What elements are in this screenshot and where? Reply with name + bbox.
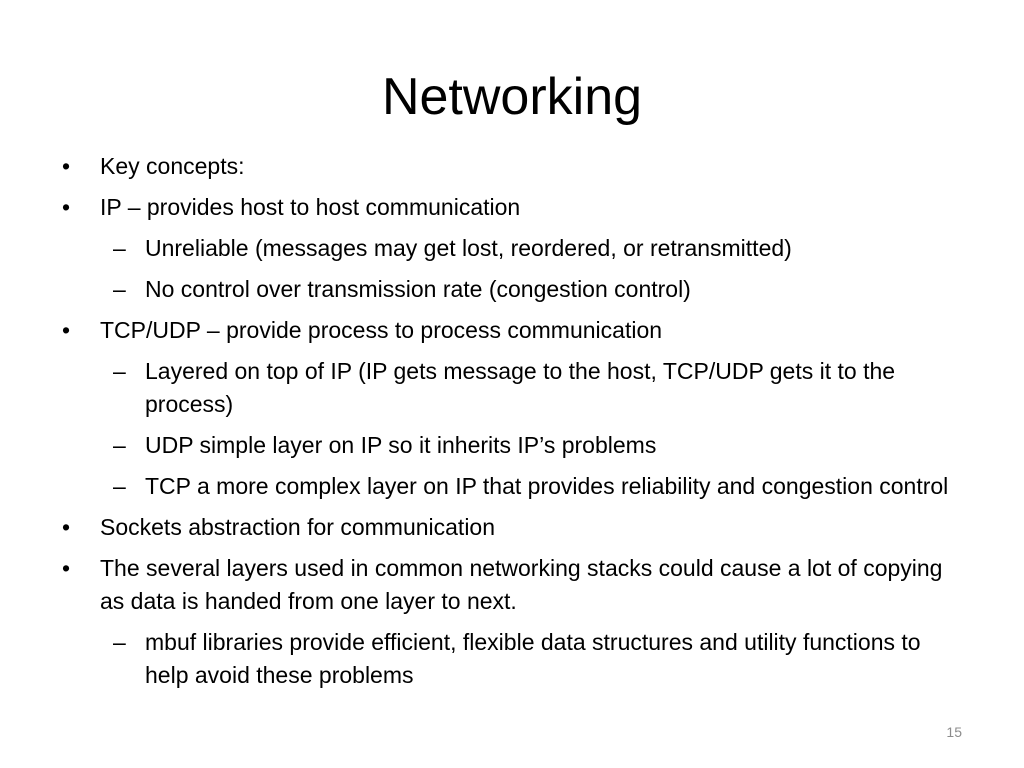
sub-bullet-item: – TCP a more complex layer on IP that pr…: [60, 470, 970, 503]
sub-bullet-text: Unreliable (messages may get lost, reord…: [145, 235, 792, 261]
bullet-item: • Sockets abstraction for communication: [60, 511, 970, 544]
bullet-item: • TCP/UDP – provide process to process c…: [60, 314, 970, 347]
sub-bullet-marker: –: [113, 358, 126, 384]
sub-bullet-marker: –: [113, 235, 126, 261]
bullet-text: The several layers used in common networ…: [100, 555, 943, 614]
bullet-text: TCP/UDP – provide process to process com…: [100, 317, 663, 343]
bullet-text: IP – provides host to host communication: [100, 194, 521, 220]
bullet-marker: •: [62, 194, 71, 220]
bullet-text: Sockets abstraction for communication: [100, 514, 496, 540]
slide-title: Networking: [381, 68, 643, 126]
sub-bullet-item: – Layered on top of IP (IP gets message …: [60, 355, 970, 421]
bullet-list: • Key concepts: • IP – provides host to …: [60, 150, 970, 692]
bullet-item: • The several layers used in common netw…: [60, 552, 970, 618]
sub-bullet-item: – No control over transmission rate (con…: [60, 273, 970, 306]
sub-bullet-marker: –: [113, 276, 126, 302]
sub-bullet-text: TCP a more complex layer on IP that prov…: [145, 473, 949, 499]
bullet-marker: •: [62, 514, 71, 540]
sub-bullet-marker: –: [113, 432, 126, 458]
sub-bullet-text: mbuf libraries provide efficient, flexib…: [145, 629, 921, 688]
bullet-item: • Key concepts:: [60, 150, 970, 183]
sub-bullet-text: Layered on top of IP (IP gets message to…: [145, 358, 896, 417]
bullet-marker: •: [62, 153, 71, 179]
page-number: 15: [946, 724, 962, 740]
sub-bullet-item: – Unreliable (messages may get lost, reo…: [60, 232, 970, 265]
sub-bullet-item: – UDP simple layer on IP so it inherits …: [60, 429, 970, 462]
bullet-text: Key concepts:: [100, 153, 245, 179]
sub-bullet-marker: –: [113, 629, 126, 655]
bullet-marker: •: [62, 317, 71, 343]
bullet-marker: •: [62, 555, 71, 581]
bullet-item: • IP – provides host to host communicati…: [60, 191, 970, 224]
sub-bullet-marker: –: [113, 473, 126, 499]
sub-bullet-text: No control over transmission rate (conge…: [145, 276, 691, 302]
sub-bullet-item: – mbuf libraries provide efficient, flex…: [60, 626, 970, 692]
sub-bullet-text: UDP simple layer on IP so it inherits IP…: [145, 432, 657, 458]
